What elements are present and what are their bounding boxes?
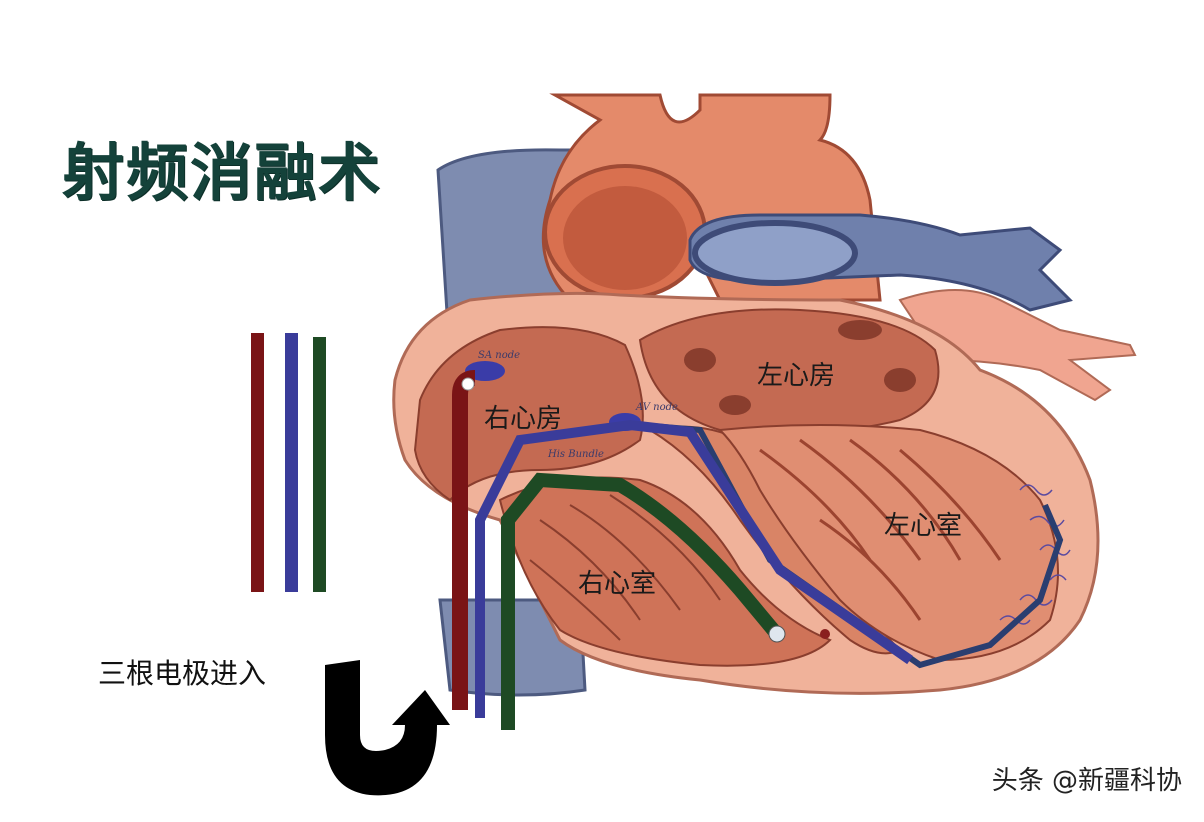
label-right-atrium: 右心房 (484, 404, 563, 434)
electrode-red-tip (461, 377, 475, 391)
aorta-lumen (563, 186, 687, 290)
atrial-spot (884, 368, 916, 392)
atrial-spot (684, 348, 716, 372)
label-sa-node: SA node (478, 350, 521, 361)
electrode-green (501, 472, 781, 730)
label-right-ventricle: 右心室 (578, 569, 657, 599)
electrode-green-tip (768, 625, 786, 643)
ventricle-mark (820, 629, 830, 639)
atrial-spot (719, 395, 751, 415)
electrode-blue (475, 419, 913, 718)
label-left-ventricle: 左心室 (884, 511, 963, 541)
watermark: 头条 @新疆科协 (991, 766, 1182, 796)
left-ventricle-trabeculae (759, 438, 1002, 621)
label-his-bundle: His Bundle (548, 449, 604, 460)
his-bundle-conduction (639, 422, 1064, 669)
right-ventricle-chamber (498, 476, 832, 667)
legend-bar-green (313, 337, 326, 592)
label-av-node: AV node (636, 402, 678, 413)
page-title: 射频消融术 (62, 136, 383, 209)
entry-label: 三根电极进入 (98, 657, 267, 690)
u-turn-arrow-icon (325, 660, 450, 796)
label-left-atrium: 左心房 (757, 361, 836, 391)
legend-bar-blue (285, 333, 298, 592)
legend-bar-red (251, 333, 264, 592)
pulmonary-opening (692, 220, 858, 286)
atrial-spot (838, 320, 882, 340)
left-atrium-chamber (638, 308, 940, 435)
